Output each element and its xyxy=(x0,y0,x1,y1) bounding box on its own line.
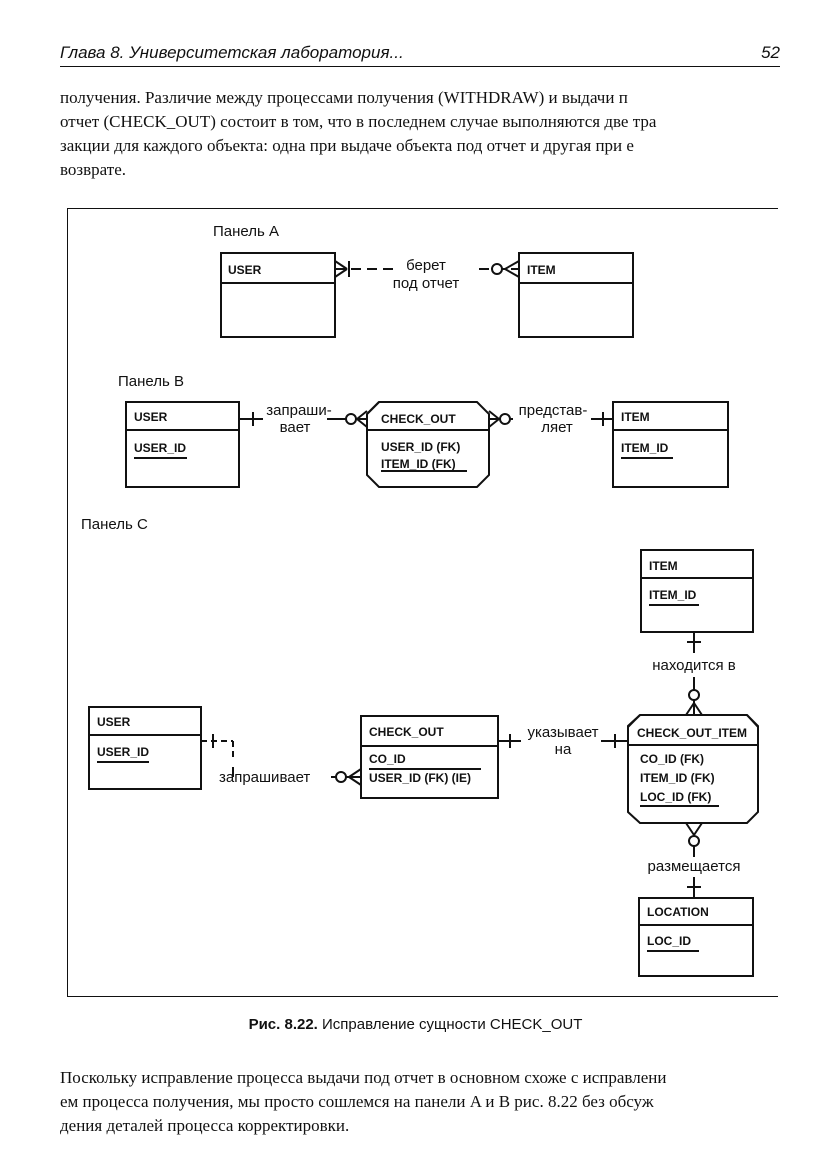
text-line: закции для каждого объекта: одна при выд… xyxy=(60,136,634,155)
entity-name: LOCATION xyxy=(647,905,709,919)
relationship-label: указывает xyxy=(527,724,598,741)
entity-location xyxy=(638,897,754,977)
entity-item-a xyxy=(518,252,634,338)
entity-name: CHECK_OUT xyxy=(369,725,444,739)
relationship-label: вает xyxy=(280,419,311,436)
entity-name: USER xyxy=(134,410,168,424)
relationship-label: представ- xyxy=(519,402,588,419)
entity-key: USER_ID xyxy=(134,441,186,455)
entity-name: CHECK_OUT_ITEM xyxy=(637,726,747,740)
relationship-label: под отчет xyxy=(393,275,460,292)
entity-name: ITEM xyxy=(621,410,650,424)
panel-a-title: Панель A xyxy=(213,223,279,240)
entity-key: ITEM_ID xyxy=(621,441,669,455)
entity-key: CO_ID xyxy=(369,752,406,766)
page-number: 52 xyxy=(761,43,780,62)
text-line: ем процесса получения, мы просто сошлемс… xyxy=(60,1092,654,1111)
relationship-label: на xyxy=(555,741,572,758)
relationship-label: ляет xyxy=(541,419,573,436)
text-line: Поскольку исправление процесса выдачи по… xyxy=(60,1068,667,1087)
figure-caption: Рис. 8.22. Исправление сущности CHECK_OU… xyxy=(0,1016,831,1033)
entity-key: ITEM_ID xyxy=(649,588,697,602)
entity-check-out-c xyxy=(360,715,499,799)
chapter-title: Глава 8. Университетская лаборатория... xyxy=(60,43,404,62)
er-diagram: Панель A USER ITEM берет под отчет Панел… xyxy=(81,223,759,977)
figure-frame: Панель A USER ITEM берет под отчет Панел… xyxy=(67,208,778,997)
entity-name: USER xyxy=(228,263,262,277)
panel-c xyxy=(88,549,759,977)
intro-paragraph: получения. Различие между процессами пол… xyxy=(60,86,780,182)
entity-user-a xyxy=(220,252,336,338)
page-header: Глава 8. Университетская лаборатория... … xyxy=(60,40,780,67)
relationship-label: запрашивает xyxy=(219,769,310,786)
entity-check-out-b xyxy=(366,401,490,488)
entity-key: LOC_ID xyxy=(647,934,691,948)
entity-key: CO_ID (FK) xyxy=(640,752,704,766)
relationship-label: берет xyxy=(406,257,446,274)
entity-attribute: USER_ID (FK) (IE) xyxy=(369,771,471,785)
relationship-label: запраши- xyxy=(266,402,331,419)
text-line: отчет (CHECK_OUT) состоит в том, что в п… xyxy=(60,112,657,131)
entity-key: LOC_ID (FK) xyxy=(640,790,711,804)
entity-name: ITEM xyxy=(649,559,678,573)
entity-name: USER xyxy=(97,715,131,729)
entity-item-c xyxy=(640,549,754,633)
entity-name: CHECK_OUT xyxy=(381,412,456,426)
caption-text: Исправление сущности CHECK_OUT xyxy=(322,1016,583,1033)
text-line: получения. Различие между процессами пол… xyxy=(60,88,628,107)
entity-key: USER_ID xyxy=(97,745,149,759)
panel-b xyxy=(125,401,729,488)
text-line: дения деталей процесса корректировки. xyxy=(60,1116,350,1135)
panel-c-title: Панель C xyxy=(81,516,148,533)
caption-label: Рис. 8.22. xyxy=(248,1016,318,1033)
entity-item-b xyxy=(612,401,729,488)
entity-user-b xyxy=(125,401,240,488)
panel-b-title: Панель B xyxy=(118,373,184,390)
text-line: возврате. xyxy=(60,160,126,179)
relationship-label: размещается xyxy=(648,858,741,875)
entity-key: ITEM_ID (FK) xyxy=(381,457,456,471)
entity-user-c xyxy=(88,706,202,790)
entity-key: ITEM_ID (FK) xyxy=(640,771,715,785)
entity-key: USER_ID (FK) xyxy=(381,440,460,454)
entity-name: ITEM xyxy=(527,263,556,277)
relationship-label: находится в xyxy=(652,657,736,674)
panel-a xyxy=(220,252,634,338)
outro-paragraph: Поскольку исправление процесса выдачи по… xyxy=(60,1066,780,1138)
